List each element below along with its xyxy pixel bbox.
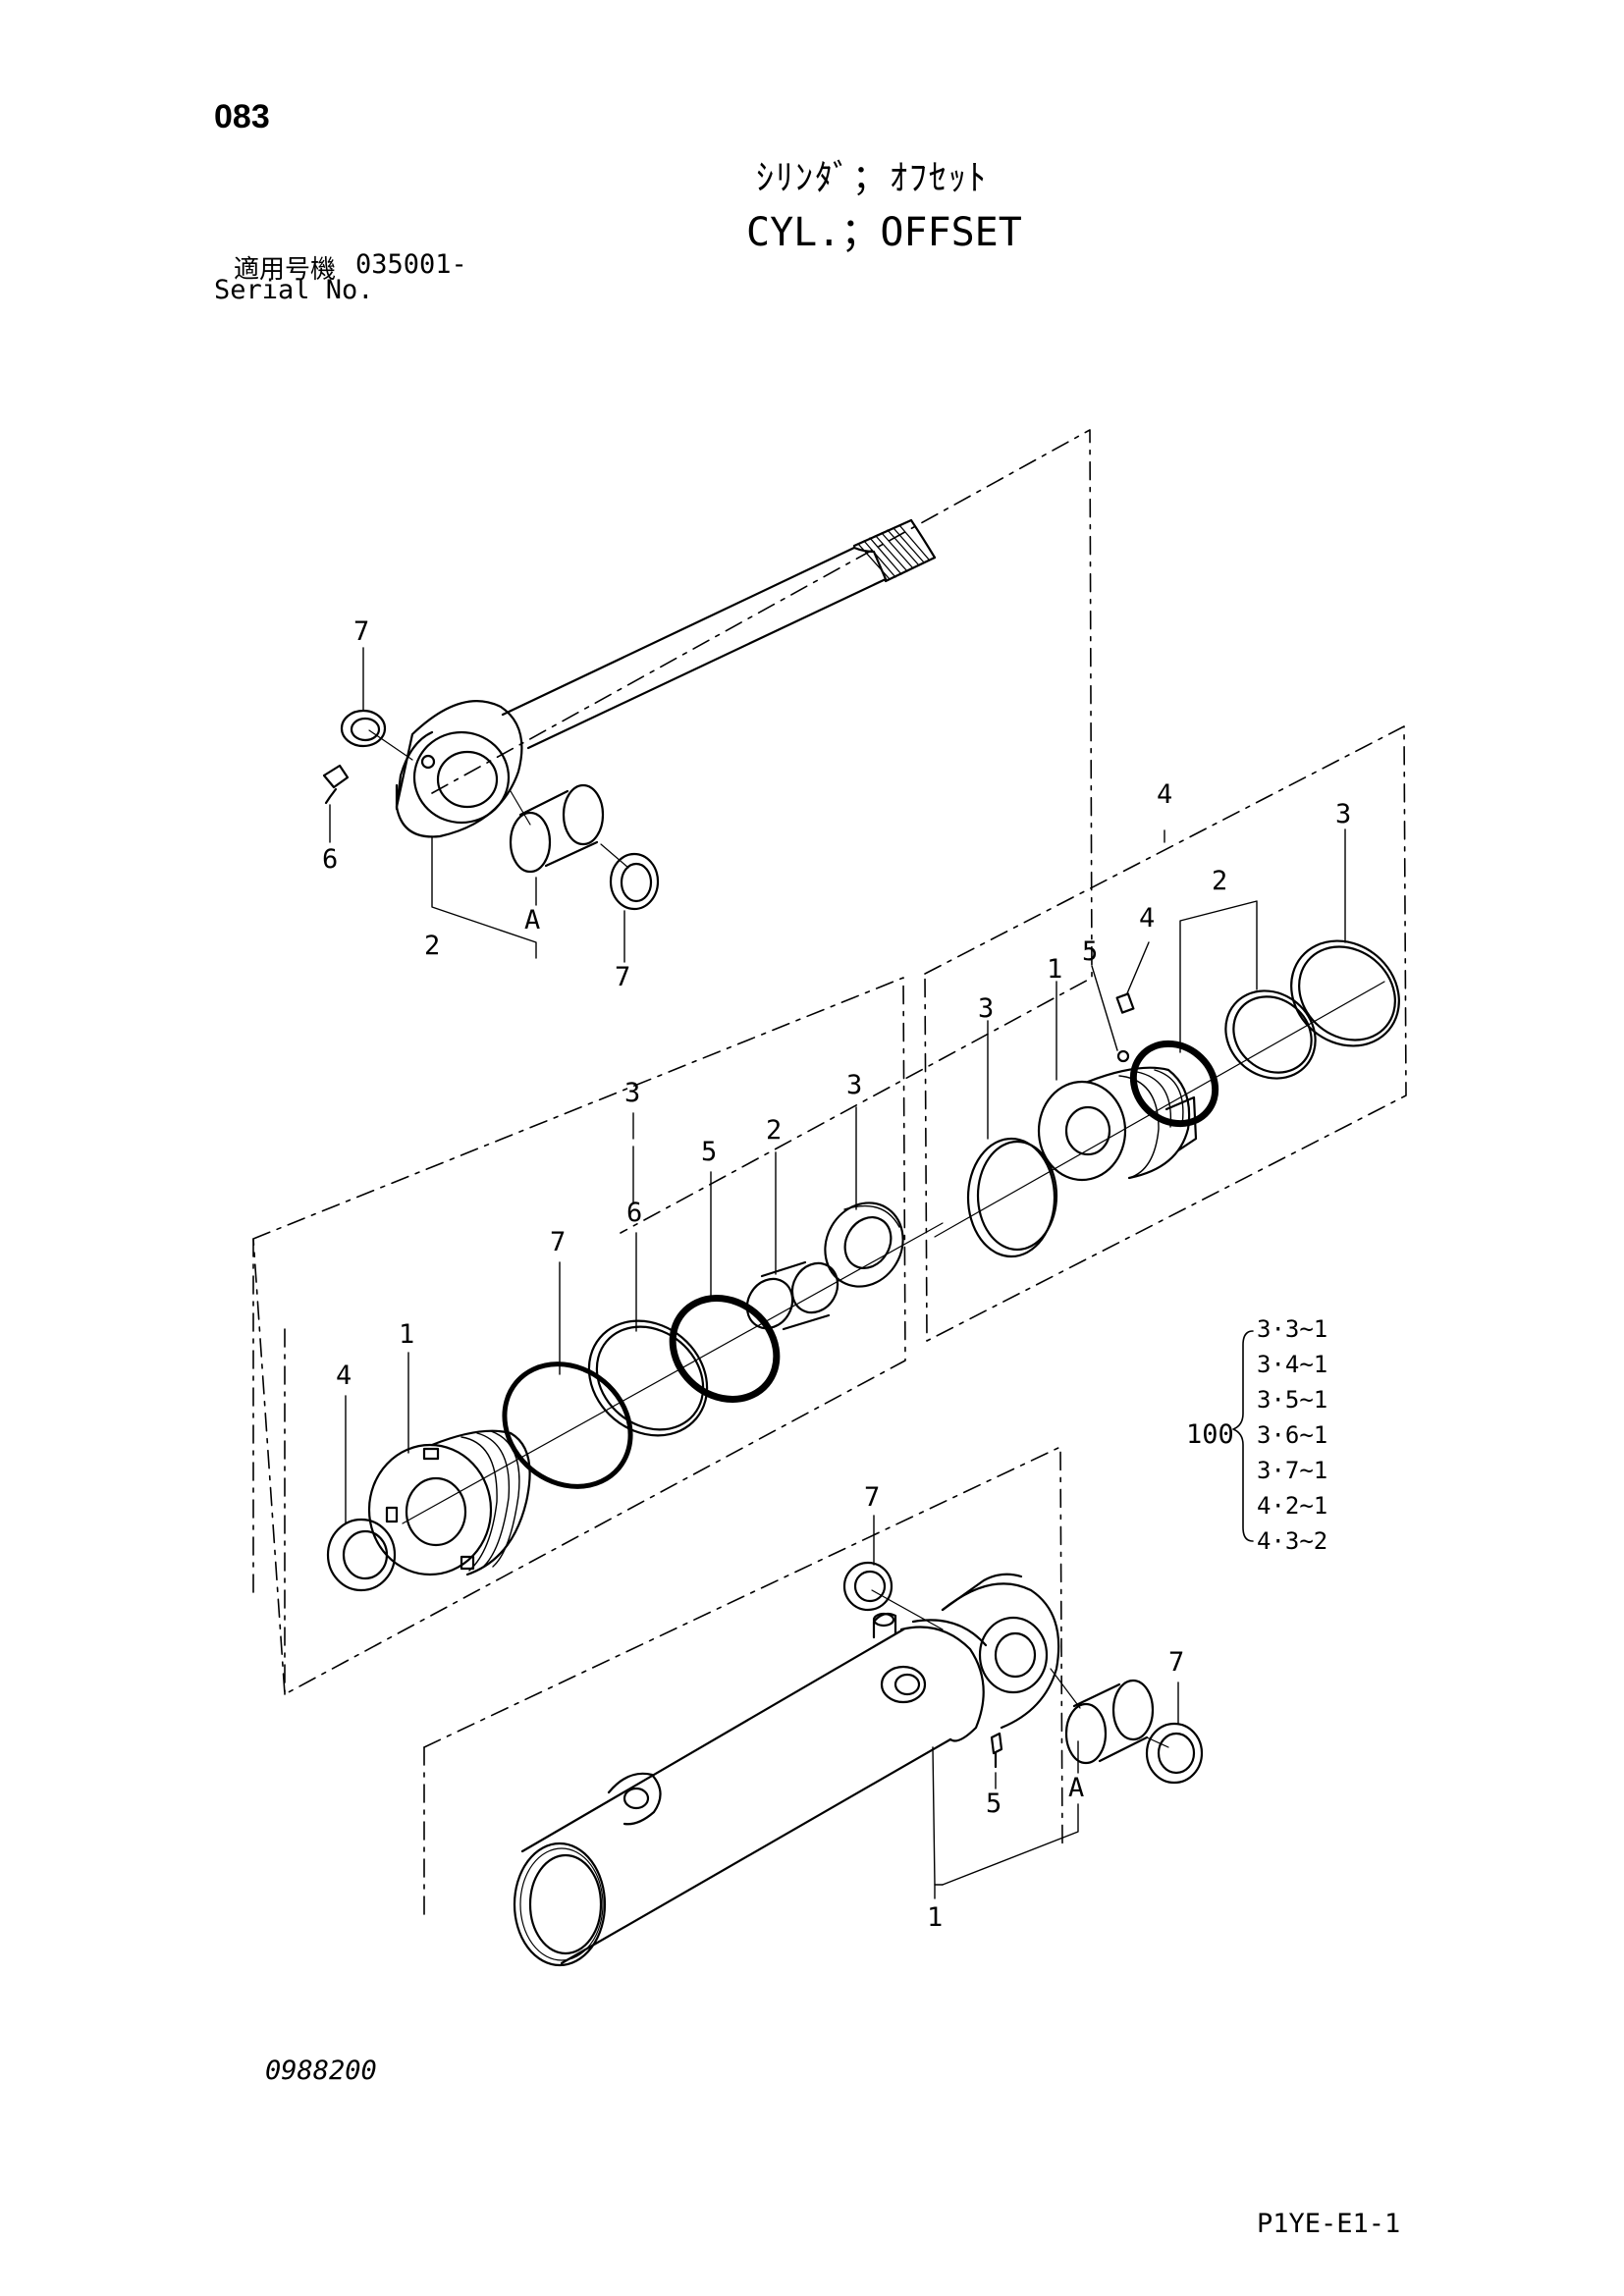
callout-tube-bush: A [1068, 1773, 1084, 1803]
callout-rod-seal-top: 7 [353, 616, 369, 647]
callout-piston-body: 1 [1047, 954, 1062, 985]
callout-gland-bush: 2 [766, 1115, 782, 1146]
kit-item: 3·5~1 [1257, 1386, 1327, 1414]
kit-brace [1232, 1330, 1254, 1542]
kit-item: 3·6~1 [1257, 1421, 1327, 1449]
callout-tube-seal-top: 7 [864, 1482, 880, 1513]
serial-label-english: Serial No. [214, 275, 374, 305]
callout-rod-grease-nipple: 6 [322, 844, 338, 875]
callout-tube-grease-nipple: 5 [986, 1789, 1001, 1819]
callout-gland-ring: 6 [626, 1198, 642, 1228]
kit-item: 3·3~1 [1257, 1315, 1327, 1343]
kit-item: 3·7~1 [1257, 1457, 1327, 1484]
kit-number: 100 [1186, 1419, 1234, 1450]
serial-label-japanese: 適用号機 [234, 255, 337, 285]
kit-item: 3·4~1 [1257, 1351, 1327, 1378]
callout-piston-ring-left: 3 [978, 993, 994, 1024]
kit-item: 4·2~1 [1257, 1492, 1327, 1520]
gland-assembly [252, 977, 944, 1695]
reference-code: 0988200 [265, 2056, 377, 2086]
callout-rod-assy: 2 [424, 931, 440, 961]
callout-gland-oring: 7 [550, 1227, 566, 1257]
callout-piston-setscrew: 4 [1139, 903, 1155, 934]
title-english: CYL.；OFFSET [746, 210, 1022, 255]
title-japanese: ｼﾘﾝﾀﾞ；ｵﾌｾｯﾄ [756, 158, 989, 198]
callout-gland-backup: 3 [846, 1070, 862, 1100]
callout-tube-seal-right: 7 [1168, 1647, 1184, 1678]
callout-piston-group: 4 [1157, 779, 1172, 810]
page-number: 083 [214, 98, 270, 135]
callout-tube-assy: 1 [927, 1902, 943, 1933]
page-code: P1YE-E1-1 [1257, 2209, 1401, 2239]
callout-gland-group: 3 [624, 1078, 640, 1108]
cylinder-tube-assembly [423, 1446, 1204, 1967]
callout-piston-ring-right: 3 [1335, 799, 1351, 829]
piston-assembly [924, 725, 1407, 1342]
callout-piston-ball: 5 [1082, 936, 1098, 967]
callout-gland-oring-outer: 5 [701, 1137, 717, 1167]
callout-gland-body: 1 [399, 1319, 414, 1350]
callout-rod-seal-bottom: 7 [615, 962, 630, 992]
callout-piston-wear-ring: 2 [1212, 866, 1227, 896]
callout-gland-seal: 4 [336, 1361, 352, 1391]
serial-value: 035001- [355, 249, 467, 280]
callout-rod-bush: A [524, 905, 540, 935]
kit-item: 4·3~2 [1257, 1527, 1327, 1555]
rod-assembly [322, 429, 1093, 1234]
